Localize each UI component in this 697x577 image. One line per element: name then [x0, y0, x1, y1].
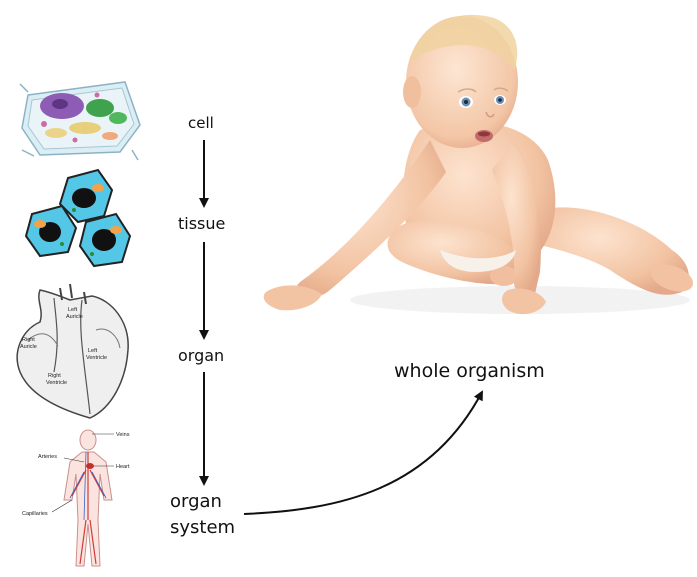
body-label-capillaries: Capillaries [22, 511, 48, 517]
baby-photo [264, 15, 697, 314]
heart-image: Left Auricle Right Auricle Left Ventricl… [17, 284, 128, 418]
label-whole-organism: whole organism [394, 360, 545, 382]
tissue-image [26, 170, 130, 266]
body-label-heart: Heart [116, 464, 130, 470]
heart-label-right-ventricle-2: Ventricle [46, 380, 67, 386]
heart-label-left-ventricle-2: Ventricle [86, 355, 107, 361]
heart-label-right-auricle-1: Right [22, 337, 35, 343]
label-tissue: tissue [178, 214, 225, 233]
body-label-veins: Veins [116, 432, 130, 438]
heart-label-left-ventricle-1: Left [88, 348, 98, 354]
label-organ-system: organ system [170, 489, 235, 541]
cell-image [20, 82, 140, 160]
heart-label-left-auricle-2: Auricle [66, 314, 83, 320]
body-label-arteries: Arteries [38, 454, 57, 460]
label-cell: cell [188, 114, 214, 132]
circulatory-system-image: Veins Arteries Heart Capillaries [22, 430, 130, 566]
label-organ-system-line1: organ [170, 489, 235, 515]
arrow-system-to-organism [244, 392, 482, 514]
heart-label-left-auricle-1: Left [68, 307, 78, 313]
label-organ-system-line2: system [170, 515, 235, 541]
label-organ: organ [178, 346, 224, 365]
heart-label-right-ventricle-1: Right [48, 373, 61, 379]
heart-label-right-auricle-2: Auricle [20, 344, 37, 350]
